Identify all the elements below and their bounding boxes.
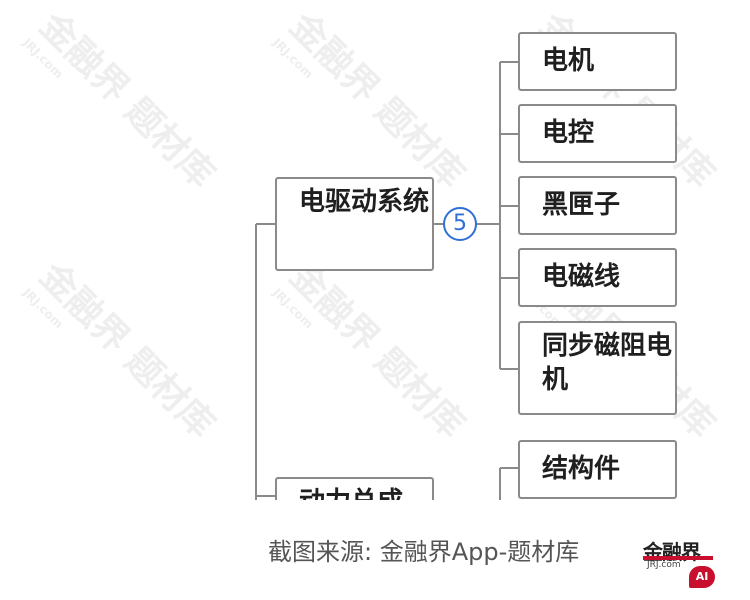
logo-bar bbox=[643, 556, 713, 560]
node-label: 电机 bbox=[542, 46, 595, 76]
child-count-badge[interactable]: 5 bbox=[443, 207, 477, 241]
node-label: 动力总成 bbox=[299, 487, 403, 500]
ai-badge-icon: AI bbox=[689, 566, 715, 588]
node-black-box[interactable]: 黑匣子 bbox=[518, 176, 677, 235]
node-powertrain[interactable]: 动力总成 bbox=[275, 477, 434, 500]
node-label: 结构件 bbox=[542, 454, 621, 484]
node-label: 黑匣子 bbox=[542, 190, 621, 220]
node-motor-controller[interactable]: 电控 bbox=[518, 104, 677, 163]
node-label: 电控 bbox=[542, 118, 595, 148]
node-structural-parts[interactable]: 结构件 bbox=[518, 440, 677, 499]
node-synchronous-reluctance-motor[interactable]: 同步磁阻电机 bbox=[518, 321, 677, 415]
logo-text: 金融界 bbox=[643, 540, 701, 564]
node-label: 电磁线 bbox=[542, 262, 621, 292]
connector-lines bbox=[255, 61, 519, 500]
node-motor[interactable]: 电机 bbox=[518, 32, 677, 91]
logo-subtext: JRJ.com bbox=[647, 560, 681, 570]
node-label: 电驱动系统 bbox=[299, 187, 430, 217]
source-caption: 截图来源: 金融界App-题材库 bbox=[268, 538, 580, 566]
node-magnet-wire[interactable]: 电磁线 bbox=[518, 248, 677, 307]
node-electric-drive-system[interactable]: 电驱动系统 bbox=[275, 177, 434, 271]
jrj-logo[interactable]: 金融界 JRJ.com AI bbox=[643, 536, 717, 592]
footer: 截图来源: 金融界App-题材库 金融界 JRJ.com AI bbox=[0, 500, 750, 600]
node-label: 同步磁阻电机 bbox=[542, 331, 673, 395]
